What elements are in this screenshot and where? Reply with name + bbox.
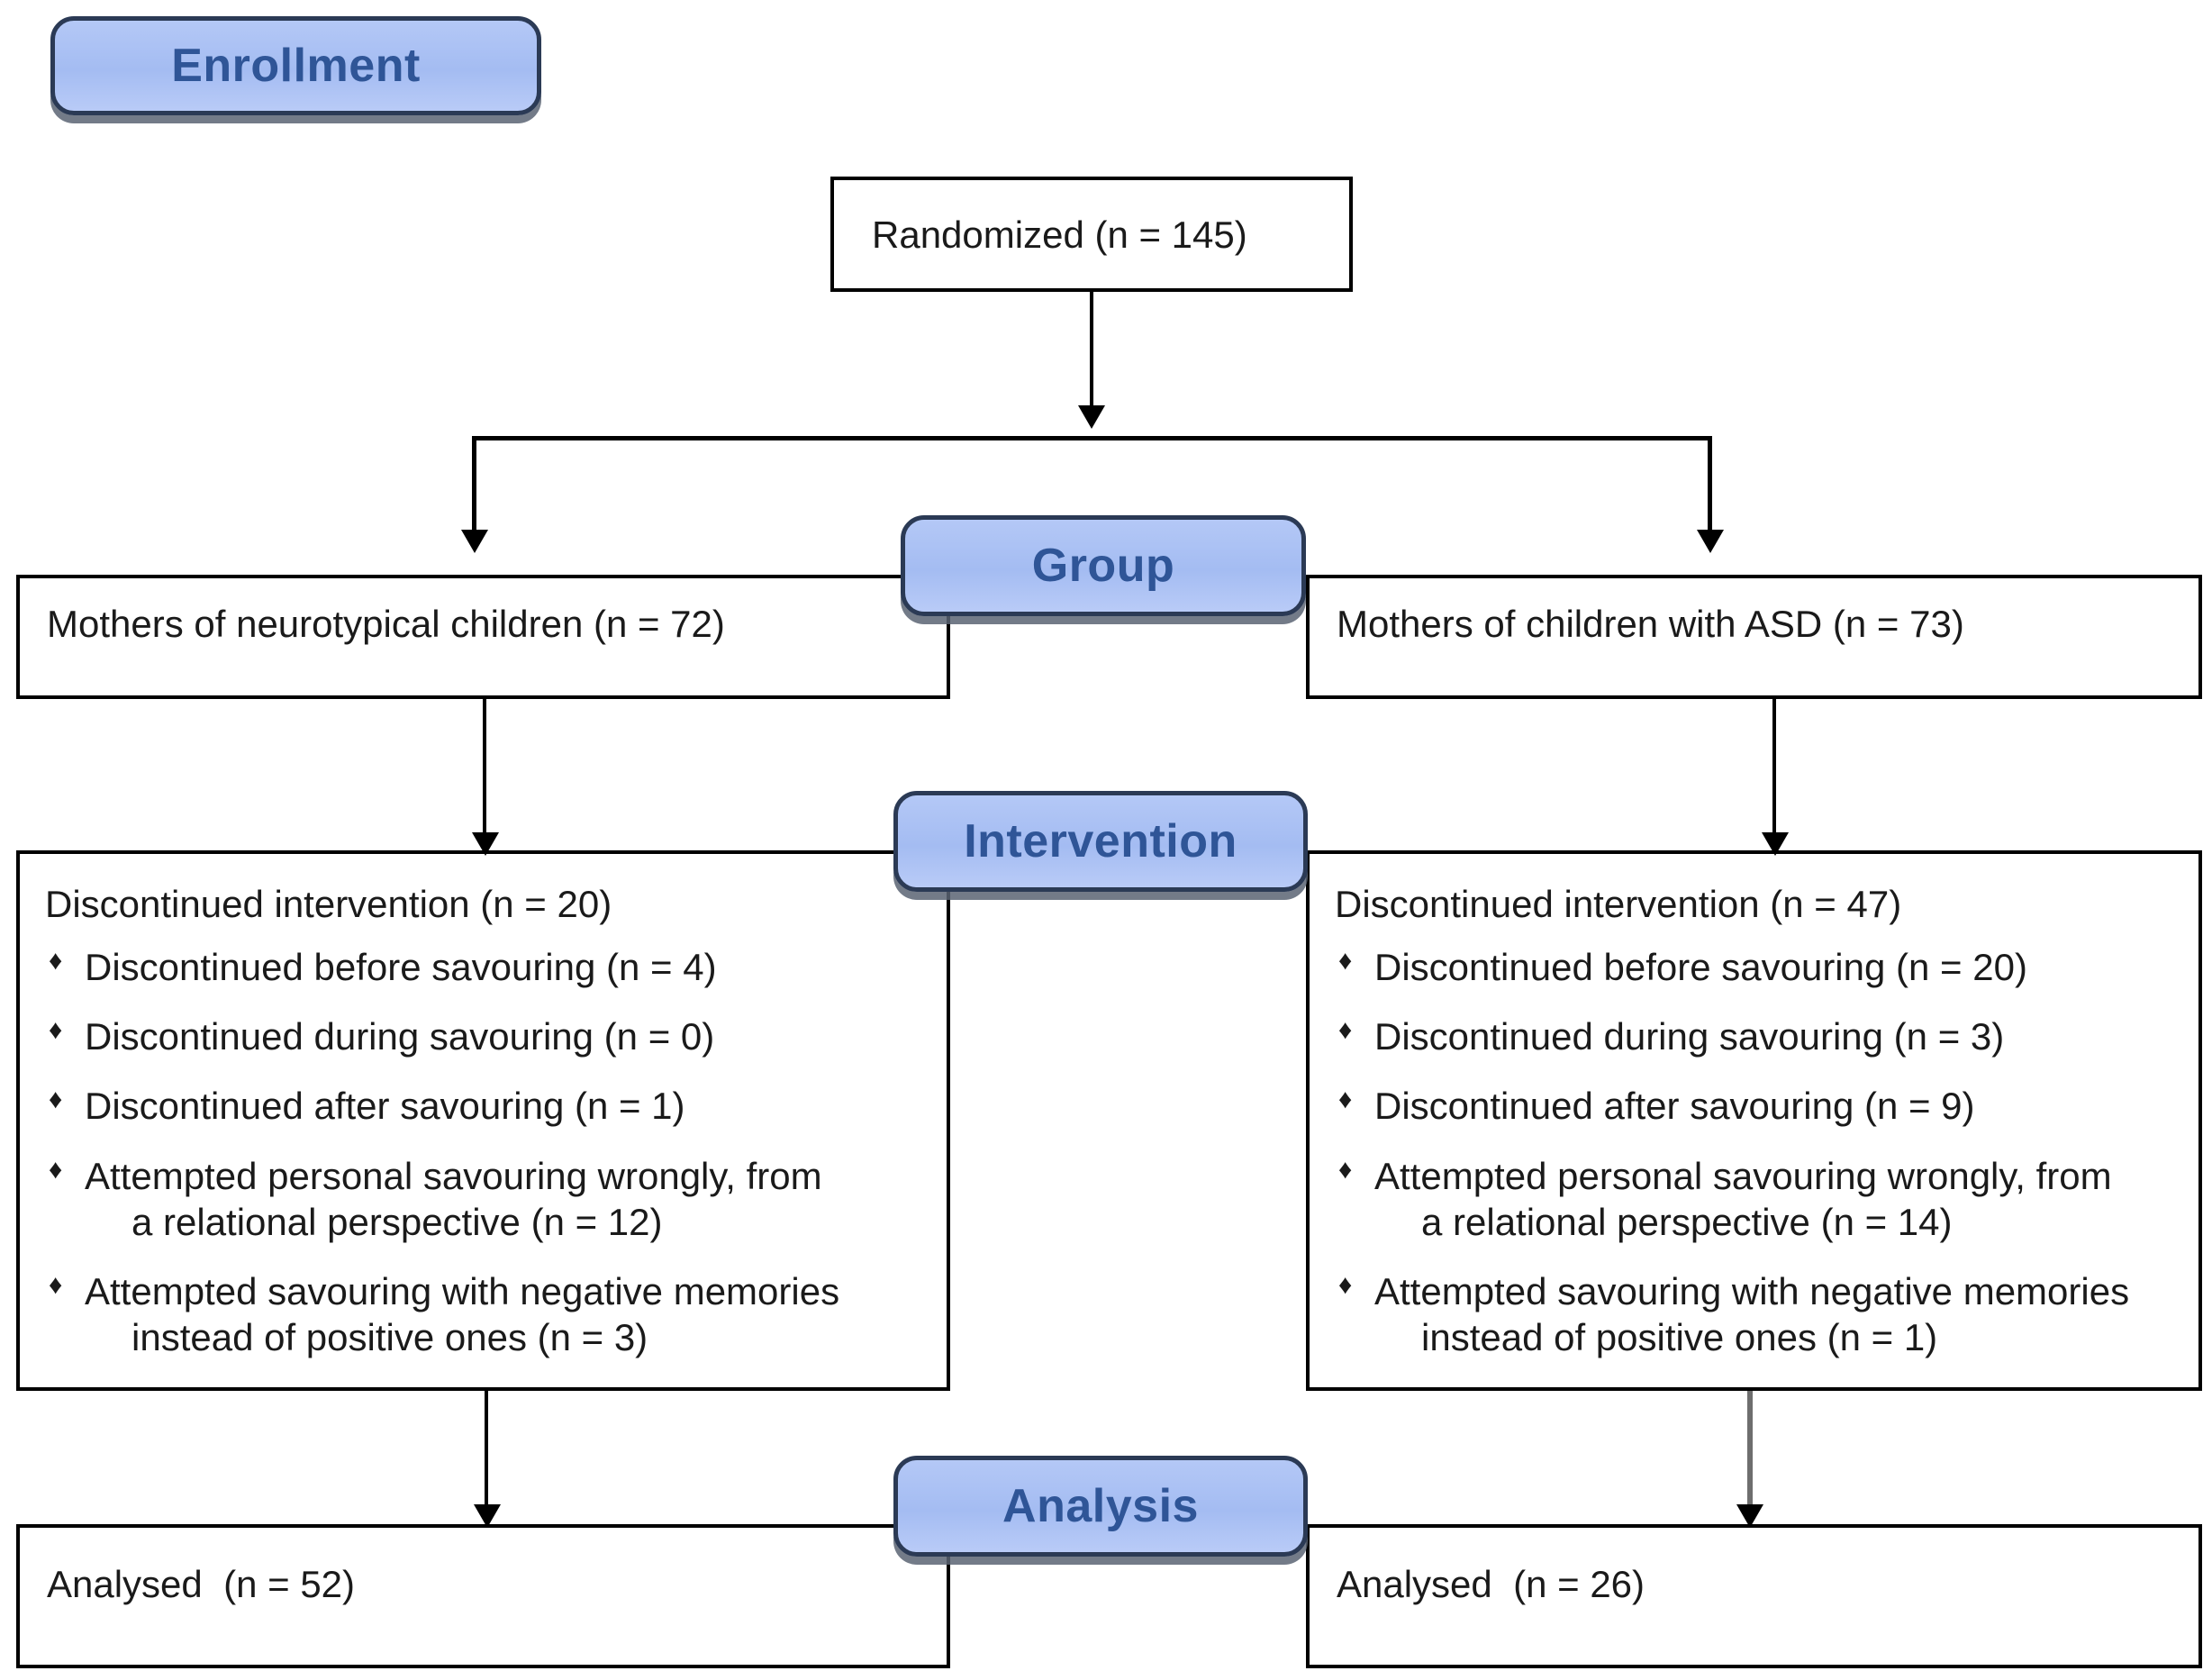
connector-randomized-down [1090, 292, 1093, 413]
arrowhead-intervention-right-down [1736, 1504, 1763, 1528]
list-item-line1: Discontinued during savouring (n = 3) [1374, 1015, 2005, 1058]
diamond-bullet-icon: ♦ [49, 1270, 63, 1301]
arrowhead-intervention-left-down [474, 1504, 501, 1528]
list-item: ♦ Discontinued after savouring (n = 1) [45, 1083, 930, 1129]
list-item-line1: Attempted savouring with negative memori… [85, 1270, 840, 1313]
connector-split-left-down [472, 436, 476, 544]
list-item-line1: Discontinued after savouring (n = 1) [85, 1085, 685, 1128]
diamond-bullet-icon: ♦ [1338, 1085, 1353, 1115]
list-item: ♦ Discontinued before savouring (n = 20) [1335, 944, 2182, 990]
banner-enrollment: Enrollment [50, 16, 541, 115]
list-item-line1: Attempted savouring with negative memori… [1374, 1270, 2130, 1313]
banner-intervention: Intervention [893, 791, 1308, 892]
box-intervention-right-heading: Discontinued intervention (n = 47) [1335, 883, 1902, 925]
diamond-bullet-icon: ♦ [1338, 1270, 1353, 1301]
list-item-line1: Discontinued during savouring (n = 0) [85, 1015, 715, 1058]
arrowhead-split-left [461, 530, 488, 553]
banner-group: Group [901, 515, 1306, 616]
box-analysed-left-text: Analysed (n = 52) [47, 1563, 356, 1605]
banner-enrollment-label: Enrollment [171, 40, 421, 92]
diamond-bullet-icon: ♦ [49, 946, 63, 976]
connector-group-left-down [483, 699, 486, 845]
box-intervention-right-bullets: ♦ Discontinued before savouring (n = 20)… [1335, 944, 2182, 1385]
list-item-line1: Discontinued after savouring (n = 9) [1374, 1085, 1975, 1128]
list-item: ♦ Attempted savouring with negative memo… [45, 1268, 930, 1360]
box-intervention-left-bullets: ♦ Discontinued before savouring (n = 4) … [45, 944, 930, 1385]
connector-split-bar [472, 436, 1711, 440]
box-group-left: Mothers of neurotypical children (n = 72… [16, 575, 950, 699]
list-item-line2: instead of positive ones (n = 1) [1421, 1316, 1938, 1359]
list-item-line1: Discontinued before savouring (n = 4) [85, 946, 717, 988]
list-item: ♦ Attempted savouring with negative memo… [1335, 1268, 2182, 1360]
box-intervention-left-heading: Discontinued intervention (n = 20) [45, 883, 612, 925]
box-group-left-text: Mothers of neurotypical children (n = 72… [47, 603, 725, 645]
connector-group-right-down [1772, 699, 1776, 845]
list-item-line1: Attempted personal savouring wrongly, fr… [1374, 1154, 2112, 1197]
connector-split-right-down [1708, 436, 1712, 544]
box-randomized: Randomized (n = 145) [830, 177, 1353, 292]
connector-intervention-right-down [1747, 1391, 1753, 1517]
box-group-right: Mothers of children with ASD (n = 73) [1306, 575, 2202, 699]
list-item: ♦ Discontinued before savouring (n = 4) [45, 944, 930, 990]
box-analysed-right-text: Analysed (n = 26) [1337, 1563, 1645, 1605]
list-item-line1: Attempted personal savouring wrongly, fr… [85, 1154, 822, 1197]
arrowhead-group-right-down [1762, 832, 1789, 856]
box-intervention-right: Discontinued intervention (n = 47) ♦ Dis… [1306, 850, 2202, 1391]
banner-analysis: Analysis [893, 1456, 1308, 1557]
box-randomized-text: Randomized (n = 145) [872, 213, 1247, 256]
list-item-line1: Discontinued before savouring (n = 20) [1374, 946, 2027, 988]
list-item: ♦ Discontinued after savouring (n = 9) [1335, 1083, 2182, 1129]
box-analysed-right: Analysed (n = 26) [1306, 1524, 2202, 1668]
banner-intervention-label: Intervention [964, 815, 1237, 867]
diamond-bullet-icon: ♦ [49, 1154, 63, 1185]
arrowhead-randomized-down [1078, 405, 1105, 429]
list-item-line2: instead of positive ones (n = 3) [131, 1316, 648, 1359]
list-item-line2: a relational perspective (n = 12) [131, 1200, 663, 1243]
banner-analysis-label: Analysis [1002, 1480, 1199, 1532]
diamond-bullet-icon: ♦ [1338, 1154, 1353, 1185]
list-item: ♦ Attempted personal savouring wrongly, … [1335, 1153, 2182, 1245]
diamond-bullet-icon: ♦ [49, 1015, 63, 1046]
box-analysed-left: Analysed (n = 52) [16, 1524, 950, 1668]
arrowhead-group-left-down [472, 832, 499, 856]
box-group-right-text: Mothers of children with ASD (n = 73) [1337, 603, 1964, 645]
list-item: ♦ Discontinued during savouring (n = 0) [45, 1013, 930, 1059]
list-item: ♦ Discontinued during savouring (n = 3) [1335, 1013, 2182, 1059]
list-item-line2: a relational perspective (n = 14) [1421, 1200, 1953, 1243]
list-item: ♦ Attempted personal savouring wrongly, … [45, 1153, 930, 1245]
banner-group-label: Group [1031, 540, 1175, 592]
arrowhead-split-right [1697, 530, 1724, 553]
box-intervention-left: Discontinued intervention (n = 20) ♦ Dis… [16, 850, 950, 1391]
diamond-bullet-icon: ♦ [49, 1085, 63, 1115]
diamond-bullet-icon: ♦ [1338, 1015, 1353, 1046]
connector-intervention-left-down [485, 1391, 488, 1517]
diamond-bullet-icon: ♦ [1338, 946, 1353, 976]
